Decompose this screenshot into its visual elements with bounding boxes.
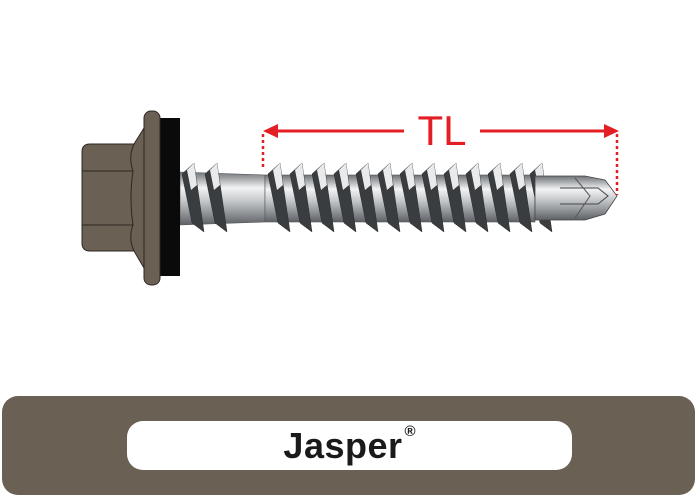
thread-highlight [405,163,415,190]
thread-crest [333,162,357,233]
thread-crest [487,162,511,233]
thread-crest [289,162,313,233]
thread-crest [204,162,228,233]
head-flange [143,110,161,286]
thread-crest [355,162,379,233]
screw-shank [179,162,553,233]
thread-highlight [427,163,437,190]
thread-highlight [273,163,283,190]
thread-crest [443,162,467,233]
thread-crest [509,162,533,233]
thread-highlight [339,163,349,190]
drill-tip [534,175,618,221]
thread-crest [181,162,205,233]
thread-highlight [361,163,371,190]
thread-crest [311,162,335,233]
screw-illustration [81,110,619,286]
thread-crest [267,162,291,233]
washer [159,118,180,276]
product-name: Jasper [283,424,403,466]
dimension-label: TL [404,108,480,154]
thread-highlight [515,163,525,190]
thread-highlight [449,163,459,190]
thread-highlight [471,163,481,190]
thread-crest [399,162,423,233]
thread-highlight [210,163,220,190]
thread-highlight [187,163,197,190]
hex-head [81,126,145,270]
thread-highlight [317,163,327,190]
thread-crest [421,162,445,233]
product-name-label: Jasper® [127,421,572,470]
thread-highlight [295,163,305,190]
thread-crest [377,162,401,233]
thread-highlight [383,163,393,190]
registered-mark: ® [404,423,416,440]
thread-highlight [493,163,503,190]
thread-crest [465,162,489,233]
